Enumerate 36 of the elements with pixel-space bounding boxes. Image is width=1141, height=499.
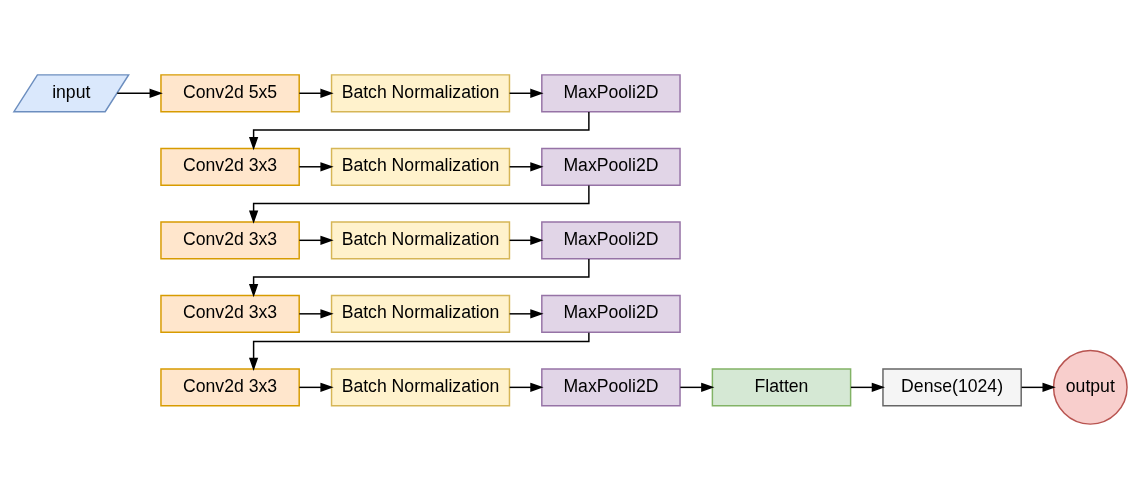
arrow	[298, 235, 334, 245]
node-box: Dense(1024)	[882, 368, 1022, 407]
node-box: Conv2d 3x3	[160, 368, 300, 407]
node-box: MaxPooli2D	[541, 368, 681, 407]
arrow	[508, 309, 544, 319]
arrow	[1020, 382, 1056, 392]
node-circle: output	[1052, 349, 1128, 425]
arrow	[508, 88, 544, 98]
arrow	[508, 235, 544, 245]
node-box: Batch Normalization	[330, 221, 511, 260]
node-box: MaxPooli2D	[541, 147, 681, 186]
arrow	[298, 382, 334, 392]
arrow	[248, 184, 590, 224]
arrow	[248, 258, 590, 298]
node-box: Batch Normalization	[330, 294, 511, 333]
arrow	[248, 111, 590, 151]
node-box: Batch Normalization	[330, 368, 511, 407]
arrow	[508, 382, 544, 392]
arrow	[298, 88, 334, 98]
node-box: Batch Normalization	[330, 74, 511, 113]
arrow	[850, 382, 885, 392]
node-box: Conv2d 3x3	[160, 294, 300, 333]
arrow	[248, 331, 590, 371]
node-box: Flatten	[711, 368, 852, 407]
node-box: Conv2d 3x3	[160, 221, 300, 260]
node-box: Batch Normalization	[330, 147, 511, 186]
node-box: Conv2d 3x3	[160, 147, 300, 186]
node-box: MaxPooli2D	[541, 74, 681, 113]
arrow	[116, 88, 163, 98]
arrow	[298, 162, 334, 172]
node-box: Conv2d 5x5	[160, 74, 300, 113]
arrow	[298, 309, 334, 319]
arrow	[679, 382, 715, 392]
arrow	[508, 162, 544, 172]
node-box: MaxPooli2D	[541, 221, 681, 260]
node-box: MaxPooli2D	[541, 294, 681, 333]
